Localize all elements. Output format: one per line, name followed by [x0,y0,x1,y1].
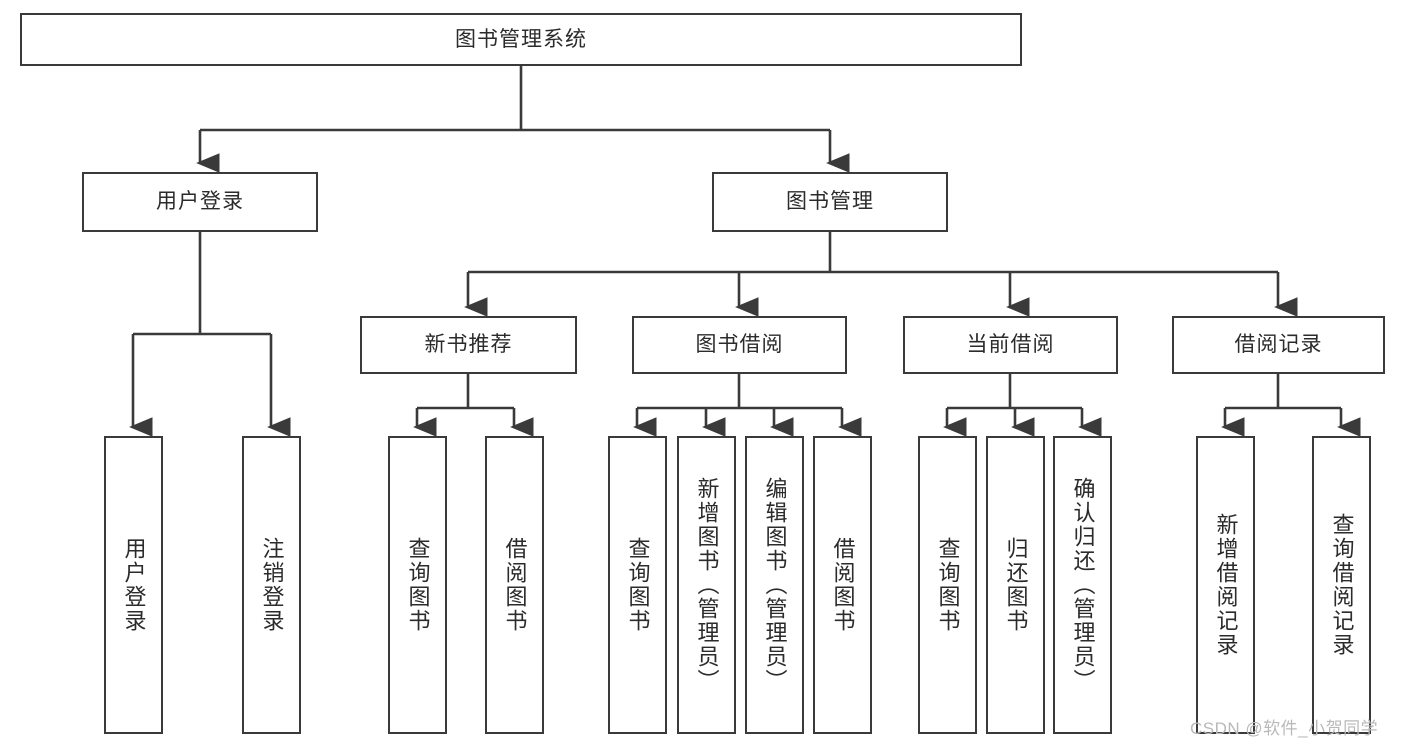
node-label: 图书管理系统 [455,27,587,51]
leaf-current-return-book[interactable]: 归还图书 [986,436,1045,734]
node-label: 注销登录 [259,537,285,633]
leaf-borrow-add-book[interactable]: 新增图书（管理员） [677,436,736,734]
node-label: 图书管理 [786,190,874,214]
node-label: 查询图书 [405,537,431,633]
node-label: 新书推荐 [424,333,513,357]
leaf-borrow-query-book[interactable]: 查询图书 [608,436,667,734]
leaf-current-query-book[interactable]: 查询图书 [918,436,977,734]
node-label: 用户登录 [156,190,244,214]
node-label: 借阅图书 [502,537,528,633]
node-label: 新增借阅记录 [1213,513,1239,657]
node-new-book-recommend[interactable]: 新书推荐 [360,316,577,374]
leaf-borrow-borrow-book[interactable]: 借阅图书 [813,436,872,734]
node-root-system[interactable]: 图书管理系统 [20,13,1022,66]
node-book-borrow[interactable]: 图书借阅 [632,316,847,374]
leaf-recommend-query-book[interactable]: 查询图书 [388,436,447,734]
node-borrow-record[interactable]: 借阅记录 [1172,316,1385,374]
node-label: 查询借阅记录 [1329,513,1355,657]
node-label: 编辑图书（管理员） [762,477,788,693]
node-label: 图书借阅 [695,333,784,357]
node-label: 查询图书 [625,537,651,633]
node-label: 借阅图书 [830,537,856,633]
node-user-login[interactable]: 用户登录 [82,172,318,232]
leaf-current-confirm-return[interactable]: 确认归还（管理员） [1053,436,1112,734]
leaf-recommend-borrow-book[interactable]: 借阅图书 [485,436,544,734]
node-label: 查询图书 [935,537,961,633]
node-current-borrow[interactable]: 当前借阅 [903,316,1118,374]
leaf-user-logout[interactable]: 注销登录 [242,436,301,734]
node-book-management[interactable]: 图书管理 [712,172,948,232]
leaf-borrow-edit-book[interactable]: 编辑图书（管理员） [745,436,804,734]
node-label: 归还图书 [1003,537,1029,633]
node-label: 用户登录 [121,537,147,633]
node-label: 新增图书（管理员） [694,477,720,693]
leaf-record-add-record[interactable]: 新增借阅记录 [1196,436,1255,734]
leaf-user-login[interactable]: 用户登录 [104,436,163,734]
node-label: 确认归还（管理员） [1070,477,1096,693]
watermark-text: CSDN @软件_小贺同学 [1190,719,1379,738]
leaf-record-query-record[interactable]: 查询借阅记录 [1312,436,1371,734]
node-label: 当前借阅 [966,333,1055,357]
node-label: 借阅记录 [1234,333,1323,357]
